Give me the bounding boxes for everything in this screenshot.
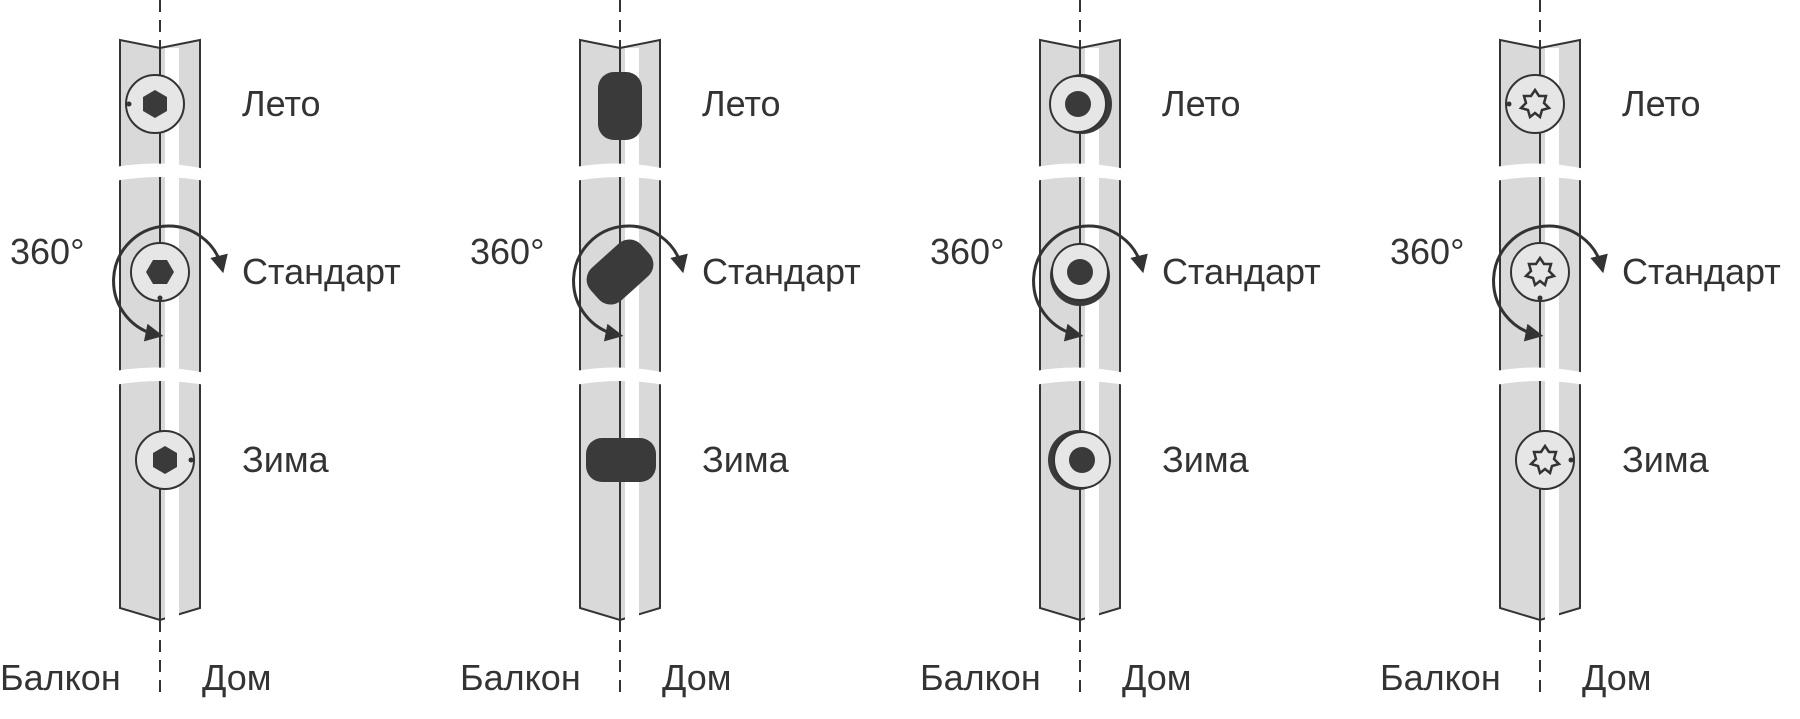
eccentric-zima [1048, 430, 1111, 490]
rotation-arrow-icon [572, 224, 688, 342]
trunnion-zima [135, 430, 195, 490]
label-leto: Лето [242, 83, 321, 124]
label-home: Дом [202, 657, 272, 698]
torx-leto [1505, 74, 1565, 134]
label-leto: Лето [1622, 83, 1701, 124]
label-rotation: 360° [470, 231, 544, 272]
label-standard: Стандарт [702, 251, 861, 292]
label-standard: Стандарт [1622, 251, 1781, 292]
label-zima: Зима [1622, 439, 1710, 480]
eccentric-leto [1049, 74, 1112, 134]
panel-oval [570, 0, 688, 700]
panel-hex [110, 0, 228, 700]
torx-zima [1515, 430, 1575, 490]
label-zima: Зима [1162, 439, 1250, 480]
label-balcony: Балкон [0, 657, 121, 698]
label-standard: Стандарт [242, 251, 401, 292]
label-home: Дом [662, 657, 732, 698]
trunnion-leto [125, 74, 185, 134]
panel-torx [1490, 0, 1608, 700]
label-balcony: Балкон [460, 657, 581, 698]
label-leto: Лето [1162, 83, 1241, 124]
label-standard: Стандарт [1162, 251, 1321, 292]
label-rotation: 360° [1390, 231, 1464, 272]
label-home: Дом [1122, 657, 1192, 698]
label-zima: Зима [242, 439, 330, 480]
cam-zima [586, 438, 656, 482]
trunnion-standard [130, 242, 190, 302]
eccentric-standard [1050, 243, 1110, 306]
label-zima: Зима [702, 439, 790, 480]
label-rotation: 360° [10, 231, 84, 272]
label-rotation: 360° [930, 231, 1004, 272]
label-home: Дом [1582, 657, 1652, 698]
torx-standard [1510, 242, 1570, 302]
label-balcony: Балкон [920, 657, 1041, 698]
label-leto: Лето [702, 83, 781, 124]
label-balcony: Балкон [1380, 657, 1501, 698]
panel-round [1030, 0, 1148, 700]
rotation-arrow-icon [1492, 224, 1608, 342]
rotation-arrow-icon [112, 224, 228, 342]
cam-leto [598, 72, 642, 140]
rotation-arrow-icon [1032, 224, 1148, 342]
